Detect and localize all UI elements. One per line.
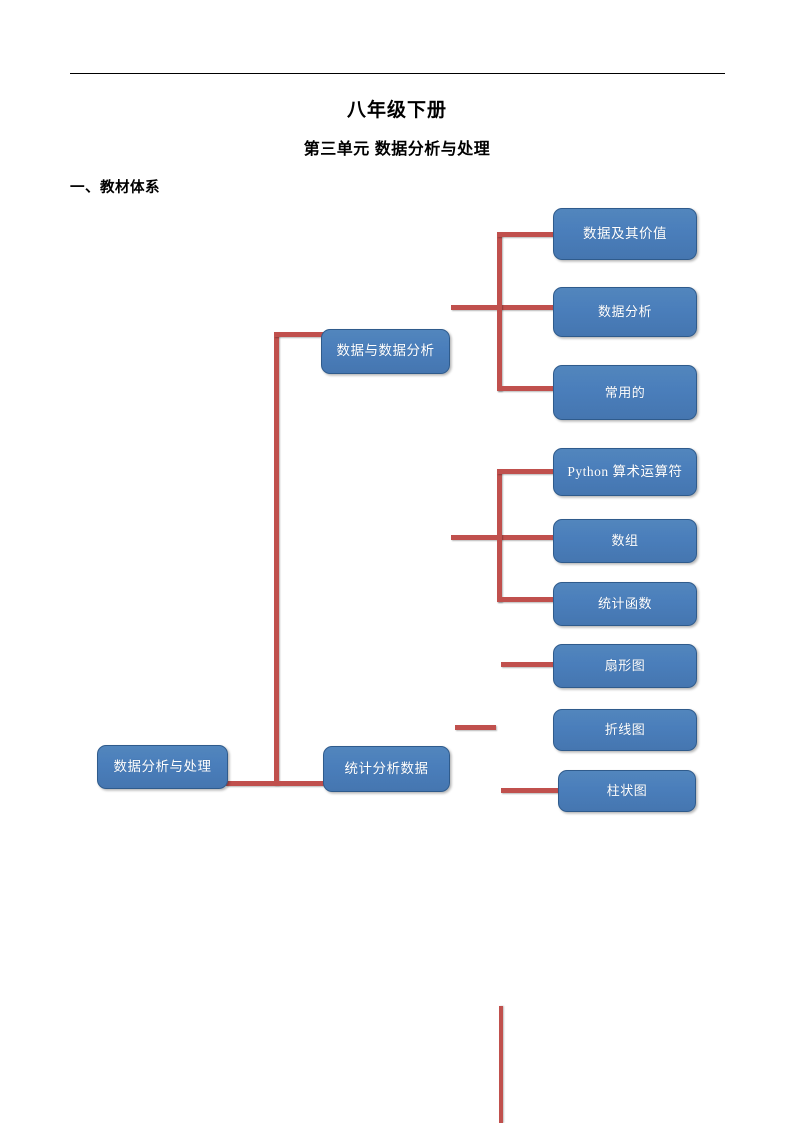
diagram-node-label: 数组 (611, 533, 639, 549)
diagram-node-leaf9[interactable]: 柱状图 (558, 770, 696, 812)
diagram-node-leaf4[interactable]: Python 算术运算符 (553, 448, 697, 496)
diagram-node-branch1[interactable]: 数据与数据分析 (321, 329, 450, 374)
diagram-node-leaf8[interactable]: 折线图 (553, 709, 697, 751)
diagram-node-label: 扇形图 (604, 658, 646, 674)
connector-stub-mid-detached (455, 725, 496, 730)
connector-group1-spine (497, 232, 502, 391)
diagram-node-label: 数据与数据分析 (336, 343, 435, 359)
diagram-node-label: 数据分析与处理 (113, 758, 212, 774)
diagram-node-label: 统计分析数据 (344, 760, 429, 776)
diagram-node-leaf6[interactable]: 统计函数 (553, 582, 697, 626)
connector-stub-to-leaf9 (501, 788, 559, 793)
connector-group1-to-leaf3 (497, 386, 555, 391)
connector-group2-spine (497, 469, 502, 602)
diagram-node-leaf3[interactable]: 常用的 (553, 365, 697, 420)
connector-page-tail-line (499, 1006, 503, 1123)
diagram-node-label: 统计函数 (597, 596, 652, 612)
connector-group2-feed (451, 535, 555, 540)
diagram-node-label: 柱状图 (606, 783, 648, 799)
diagram-node-leaf2[interactable]: 数据分析 (553, 287, 697, 337)
connector-main-spine-to-branch1 (274, 332, 324, 337)
diagram-node-leaf7[interactable]: 扇形图 (553, 644, 697, 688)
diagram-node-label: 数据分析 (597, 304, 652, 320)
diagram-node-leaf1[interactable]: 数据及其价值 (553, 208, 697, 260)
diagram-node-leaf5[interactable]: 数组 (553, 519, 697, 563)
connector-group1-to-leaf1 (497, 232, 555, 237)
section-heading: 一、教材体系 (70, 180, 160, 196)
header-rule (70, 73, 725, 74)
page-title: 八年级下册 (346, 100, 447, 121)
diagram-node-label: 数据及其价值 (583, 225, 667, 241)
connector-stub-to-leaf7 (501, 662, 555, 667)
connector-group2-to-leaf6 (497, 597, 555, 602)
page-subtitle: 第三单元 数据分析与处理 (303, 141, 491, 158)
connector-root-to-branch2 (226, 781, 326, 786)
diagram-node-branch2[interactable]: 统计分析数据 (323, 746, 450, 792)
diagram-node-label: 折线图 (604, 722, 646, 738)
diagram-node-label: Python 算术运算符 (567, 463, 683, 479)
diagram-node-root[interactable]: 数据分析与处理 (97, 745, 228, 789)
connector-group1-feed (451, 305, 555, 310)
diagram-node-label: 常用的 (604, 384, 646, 400)
connector-main-spine-vertical (274, 332, 279, 785)
connector-group2-to-leaf4 (497, 469, 555, 474)
